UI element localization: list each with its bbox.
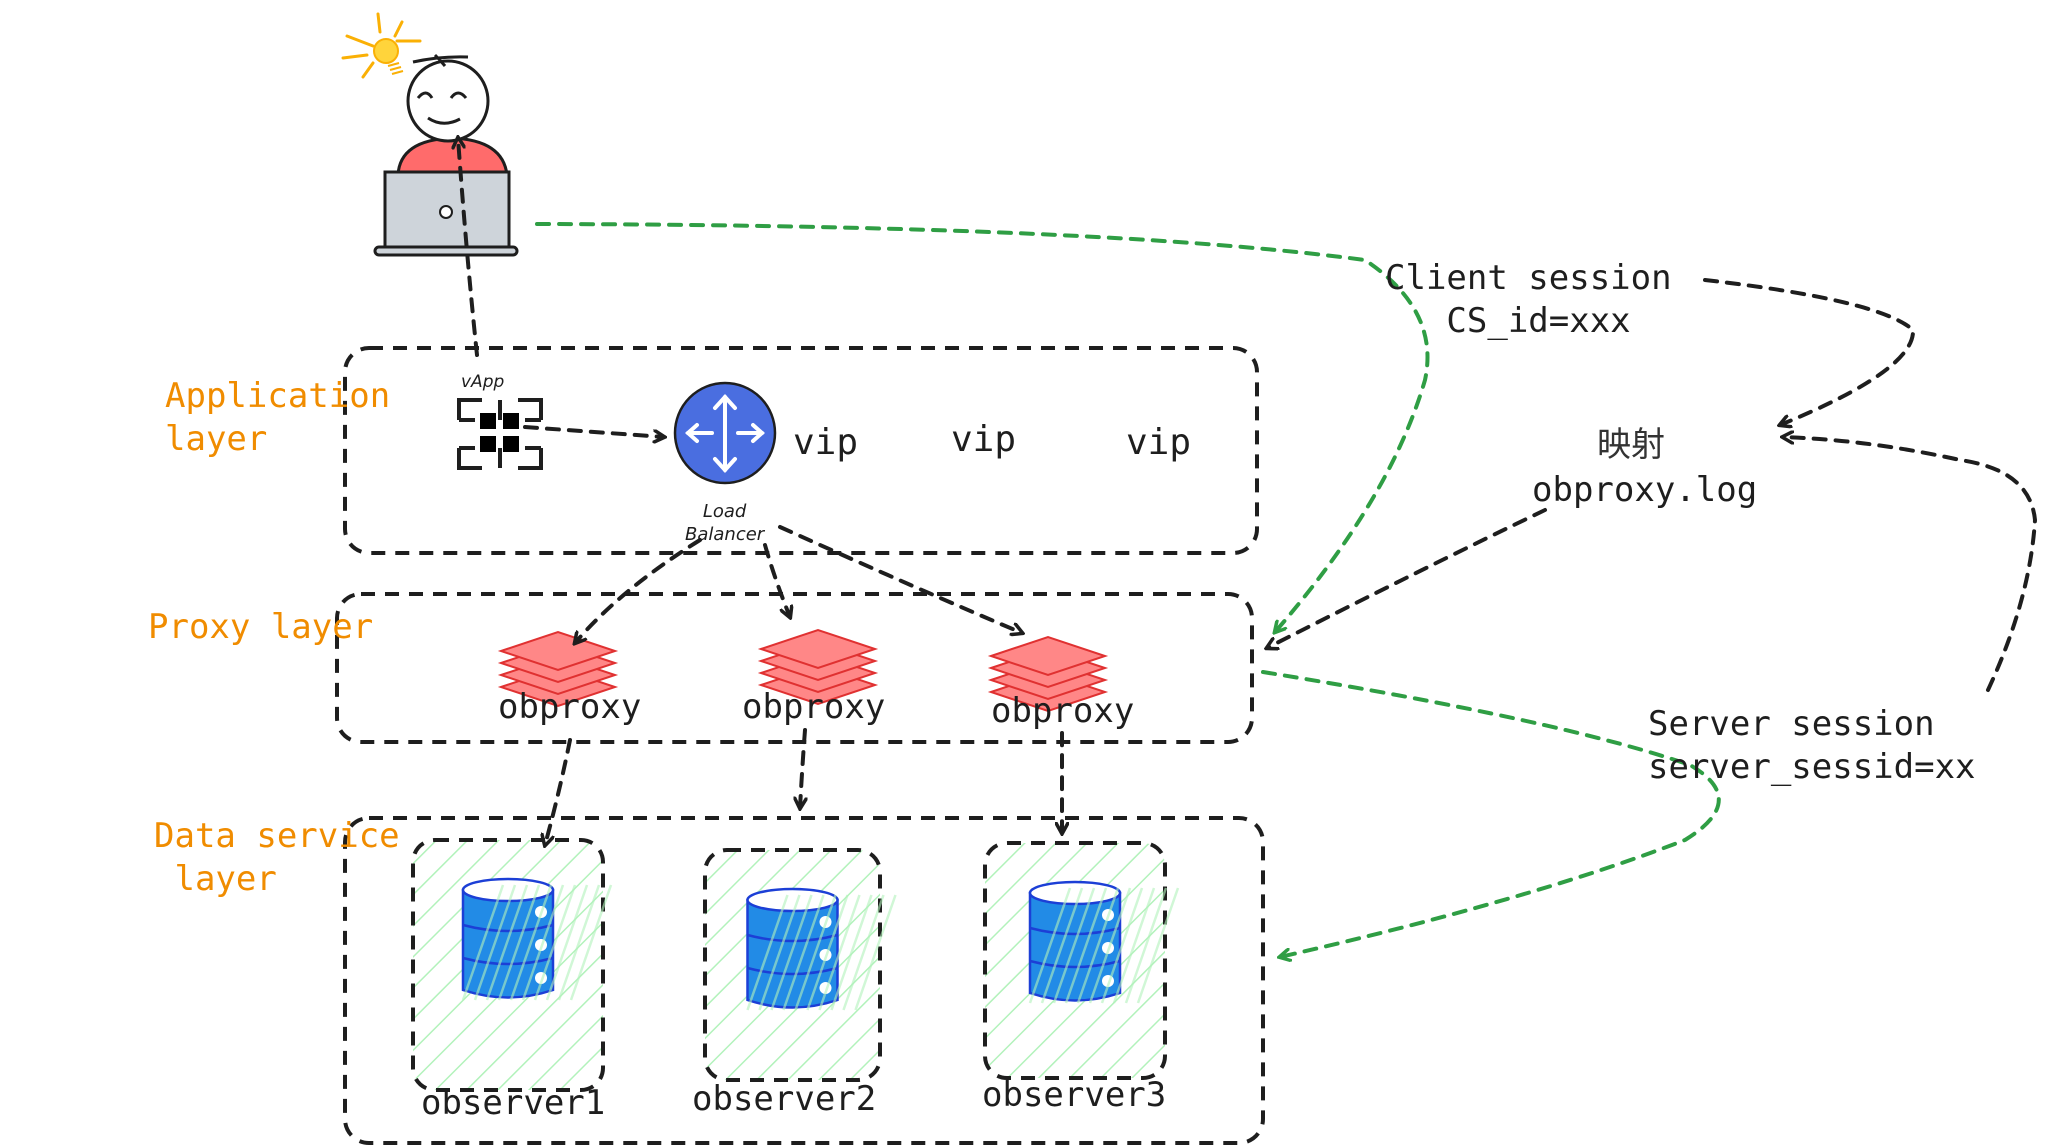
arrow-client-session-to-mapping [1703,278,1916,425]
laptop-icon [373,170,519,257]
observer-label-3: observer3 [982,1075,1167,1115]
proxy-layer-box [335,592,1254,744]
arrow-server-session-to-mapping [1783,437,2038,692]
proxy-layer-label: Proxy layer [148,607,374,647]
observer-node [411,838,613,1092]
arrow-lb-to-proxy2 [763,543,790,617]
user-avatar [396,53,509,177]
application-layer-label: Application layer [165,376,391,459]
obproxy-label-2: obproxy [742,687,886,727]
mapping-label: 映射 [1597,425,1665,465]
database-icon [1028,880,1180,1004]
arrow-vapp-to-lb [523,425,664,437]
arrow-lb-to-proxy1 [575,538,702,643]
application-layer-box [343,346,1259,555]
server-session-label: Server session server_sessid=xx [1648,704,1976,787]
arrow-log-to-proxy-layer [1267,508,1547,648]
arrow-server-session [1261,670,1721,957]
obproxy-log-label: obproxy.log [1532,470,1758,510]
vip-label-3: vip [1126,422,1192,463]
client-session-label: Client session CS_id=xxx [1385,258,1672,341]
obproxy-label-1: obproxy [498,687,642,727]
obproxy-icon [987,635,1109,713]
database-icon [461,877,613,1001]
observer-node [703,848,897,1082]
observer-label-1: observer1 [421,1083,606,1123]
vapp-label: vApp [461,372,505,392]
vip-label-1: vip [793,422,859,463]
obproxy-icon [757,628,879,706]
arrow-vapp-to-user [458,138,479,357]
arrow-proxy1-to-observer1 [545,738,572,845]
lightbulb-icon [341,12,422,79]
load-balancer-label: Load Balancer [685,501,765,546]
arrow-client-session [535,222,1430,632]
vapp-icon [457,398,543,470]
observer-node [983,841,1180,1080]
data-layer-box [343,816,1265,1145]
obproxy-label-3: obproxy [991,691,1135,731]
database-icon [746,887,897,1011]
data-layer-label: Data service layer [154,816,400,899]
arrow-proxy2-to-observer2 [800,728,805,808]
vip-label-2: vip [951,419,1017,460]
arrow-lb-to-proxy3 [778,525,1022,633]
load-balancer-icon [673,381,777,485]
observer-label-2: observer2 [692,1079,877,1119]
